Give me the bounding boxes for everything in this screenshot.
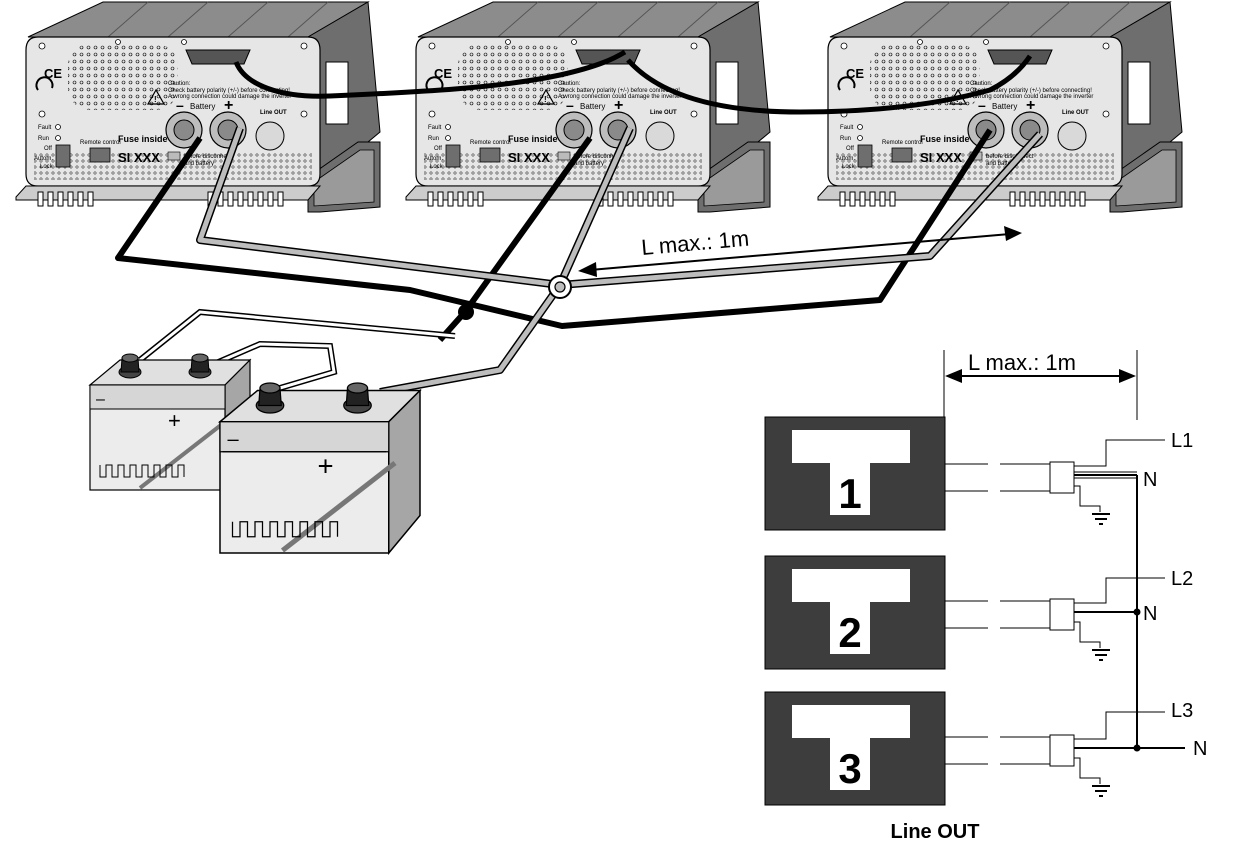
caution-text: Check battery polarity (+/-) before conn…	[970, 88, 1092, 94]
fuse-inside-label: Fuse inside	[920, 134, 970, 144]
battery-minus-sign: –	[566, 97, 574, 113]
autom-label: Autom.	[836, 156, 855, 162]
battery-minus-sign: –	[228, 429, 240, 451]
battery-label: Battery	[580, 102, 605, 111]
run-label: Run	[428, 136, 439, 142]
inverter-unit-3: 3 L3 N	[764, 691, 1207, 806]
run-label: Run	[38, 136, 49, 142]
battery-plus-sign: +	[168, 408, 181, 433]
autom-label: Autom.	[34, 156, 53, 162]
model-label: SI XXX	[118, 150, 160, 165]
unit-number: 2	[838, 609, 861, 656]
negative-junction	[458, 304, 474, 320]
ce-mark: CE	[44, 66, 62, 81]
off-label: Off	[434, 146, 442, 152]
disconnect-text-2: and battery	[986, 161, 1016, 167]
fuse-inside-label: Fuse inside	[508, 134, 558, 144]
fault-label: Fault	[38, 125, 52, 131]
battery-plus-sign: +	[224, 97, 233, 114]
caution-text-2: A wrong connection could damage the inve…	[168, 94, 291, 100]
disconnect-text: before disconnect	[184, 154, 232, 160]
off-label: Off	[44, 146, 52, 152]
line-out-label: Line OUT	[650, 110, 677, 116]
phase-label: L3	[1171, 700, 1193, 722]
unit-number: 3	[838, 745, 861, 792]
battery-series-link	[138, 308, 456, 391]
communication-cable	[233, 49, 1033, 115]
lower-length-label: L max.: 1m	[968, 350, 1076, 375]
ce-mark: CE	[846, 66, 864, 81]
caption: Line OUT	[891, 821, 980, 843]
ce-mark: CE	[434, 66, 452, 81]
caution-title: Caution:	[168, 81, 191, 87]
battery-minus-sign: –	[96, 391, 105, 408]
inverter-1: CE Caution: Check battery polarity (+/-)…	[15, 1, 381, 213]
battery-plus-sign: +	[318, 451, 334, 482]
model-label: SI XXX	[508, 150, 550, 165]
battery-plus-sign: +	[614, 97, 623, 114]
caution-text: Check battery polarity (+/-) before conn…	[558, 88, 680, 94]
disconnect-text: before disconnect	[986, 154, 1034, 160]
model-label: SI XXX	[920, 150, 962, 165]
off-label: Off	[846, 146, 854, 152]
remote-control-label: Remote control	[80, 140, 121, 146]
disconnect-text-2: and battery	[184, 161, 214, 167]
run-label: Run	[840, 136, 851, 142]
battery-label: Battery	[992, 102, 1017, 111]
battery-label: Battery	[190, 102, 215, 111]
lock-label: Lock	[430, 164, 444, 170]
fuse-inside-label: Fuse inside	[118, 134, 168, 144]
caution-text: Check battery polarity (+/-) before conn…	[168, 88, 290, 94]
fault-label: Fault	[840, 125, 854, 131]
line-out-label: Line OUT	[1062, 110, 1089, 116]
inverter-3: CE Caution: Check battery polarity (+/-)…	[817, 1, 1183, 213]
disconnect-text: before disconnect	[574, 154, 622, 160]
battery-2: – +	[220, 383, 420, 553]
battery-minus-sign: –	[978, 97, 986, 113]
caution-text-2: A wrong connection could damage the inve…	[970, 94, 1093, 100]
neutral-label: N	[1143, 603, 1157, 625]
phase-label: L1	[1171, 430, 1193, 452]
upper-length-label: L max.: 1m	[640, 226, 750, 260]
remote-control-label: Remote control	[882, 140, 923, 146]
battery-1: – +	[88, 352, 252, 492]
fault-label: Fault	[428, 125, 442, 131]
inverter-unit-1: 1 L1 N	[764, 416, 1193, 531]
inverter-unit-2: 2 L2 N	[764, 555, 1193, 670]
caution-title: Caution:	[558, 81, 581, 87]
lock-label: Lock	[40, 164, 54, 170]
line-out-label: Line OUT	[260, 110, 287, 116]
lower-dimension: L max.: 1m	[943, 350, 1138, 420]
remote-control-label: Remote control	[470, 140, 511, 146]
battery-minus-sign: –	[176, 97, 184, 113]
disconnect-text-2: and battery	[574, 161, 604, 167]
neutral-label: N	[1193, 738, 1207, 760]
neutral-label: N	[1143, 469, 1157, 491]
caution-title: Caution:	[970, 81, 993, 87]
autom-label: Autom.	[424, 156, 443, 162]
lock-label: Lock	[842, 164, 856, 170]
inverter-2: CE Caution: Check battery polarity (+/-)…	[405, 1, 771, 213]
unit-number: 1	[838, 470, 861, 517]
phase-label: L2	[1171, 568, 1193, 590]
caution-text-2: A wrong connection could damage the inve…	[558, 94, 681, 100]
battery-plus-sign: +	[1026, 97, 1035, 114]
